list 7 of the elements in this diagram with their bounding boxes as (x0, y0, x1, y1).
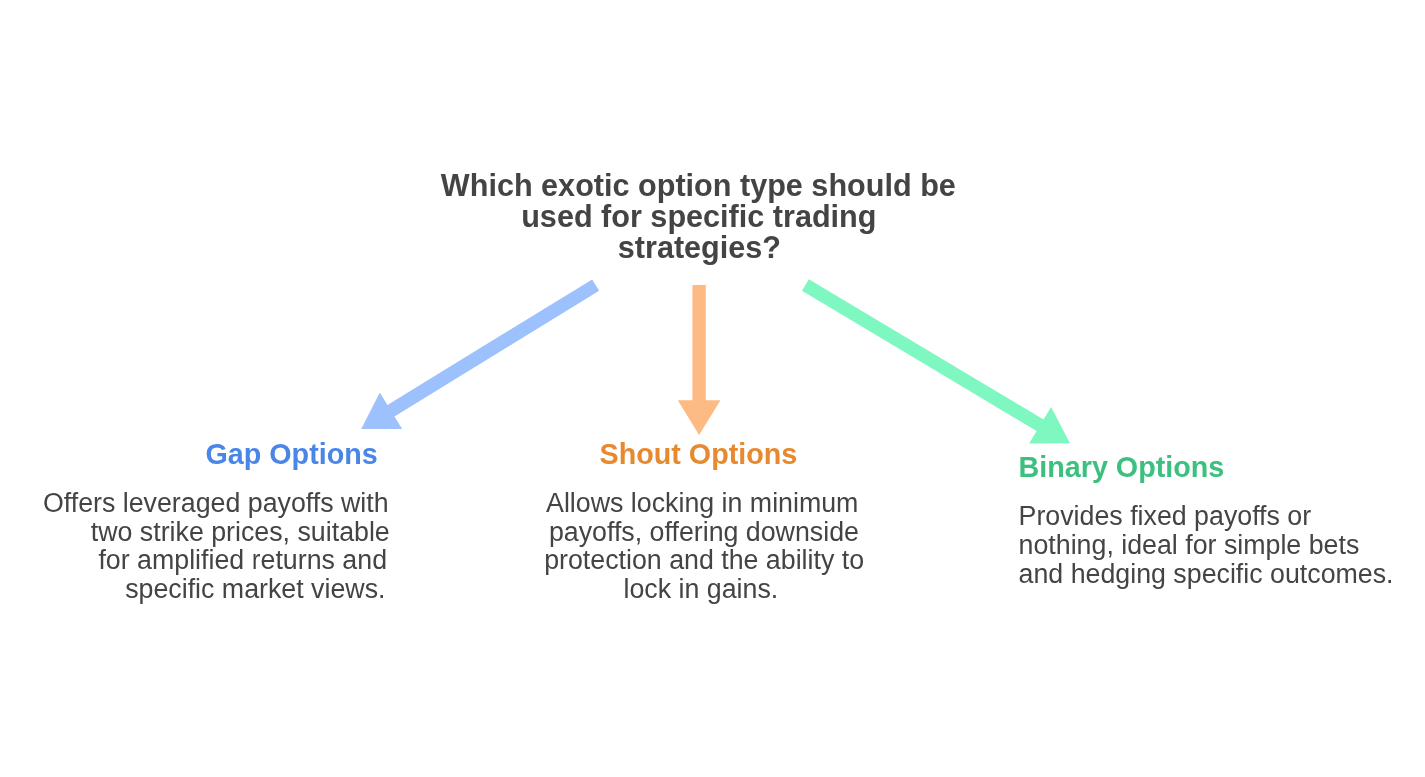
arrow (801, 278, 1070, 444)
arrow (677, 284, 721, 435)
node-text: Binary Options Provides fixed payoffs or nothing, ideal for simple bets and hedging specific outcomes. (1018, 450, 1394, 589)
node-text: Shout Options Allows locking in minimum payoffs, offering downside protection and the ability to lock in gains. (544, 437, 865, 604)
arrow (361, 278, 600, 429)
node-text: Gap Options Offers leveraged payoffs with two strike prices, suitable for amplified returns and specific market views. (42, 437, 390, 604)
node-text: Which exotic option type should be used for specific trading strategies? (440, 167, 956, 264)
